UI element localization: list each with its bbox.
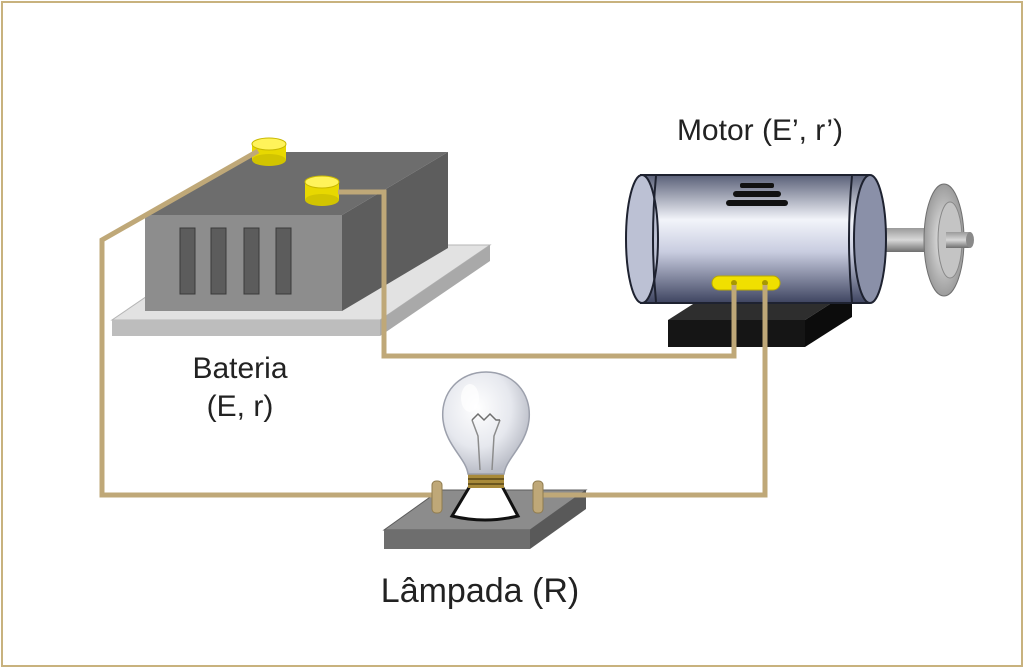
battery [145, 137, 448, 311]
battery-label: Bateria [192, 352, 288, 385]
light-bulb [442, 371, 530, 522]
wire-battery-to-motor [338, 189, 737, 359]
battery-parameters-label: (E, r) [206, 390, 274, 423]
battery-terminal-left [251, 137, 287, 166]
lamp-contacts [431, 480, 544, 514]
motor-pulley [923, 183, 974, 297]
battery-cell-slots [179, 227, 292, 295]
motor [625, 174, 974, 304]
wire-motor-to-lamp [538, 285, 768, 498]
motor-terminal-plate [711, 275, 781, 291]
lamp-label: Lâmpada (R) [380, 572, 580, 610]
motor-vent-slots [726, 183, 788, 206]
wire-battery-to-lamp [99, 148, 436, 498]
battery-terminal-right [304, 175, 340, 206]
circuit-wires [99, 148, 768, 498]
motor-label: Motor (E’, r’) [676, 114, 844, 147]
